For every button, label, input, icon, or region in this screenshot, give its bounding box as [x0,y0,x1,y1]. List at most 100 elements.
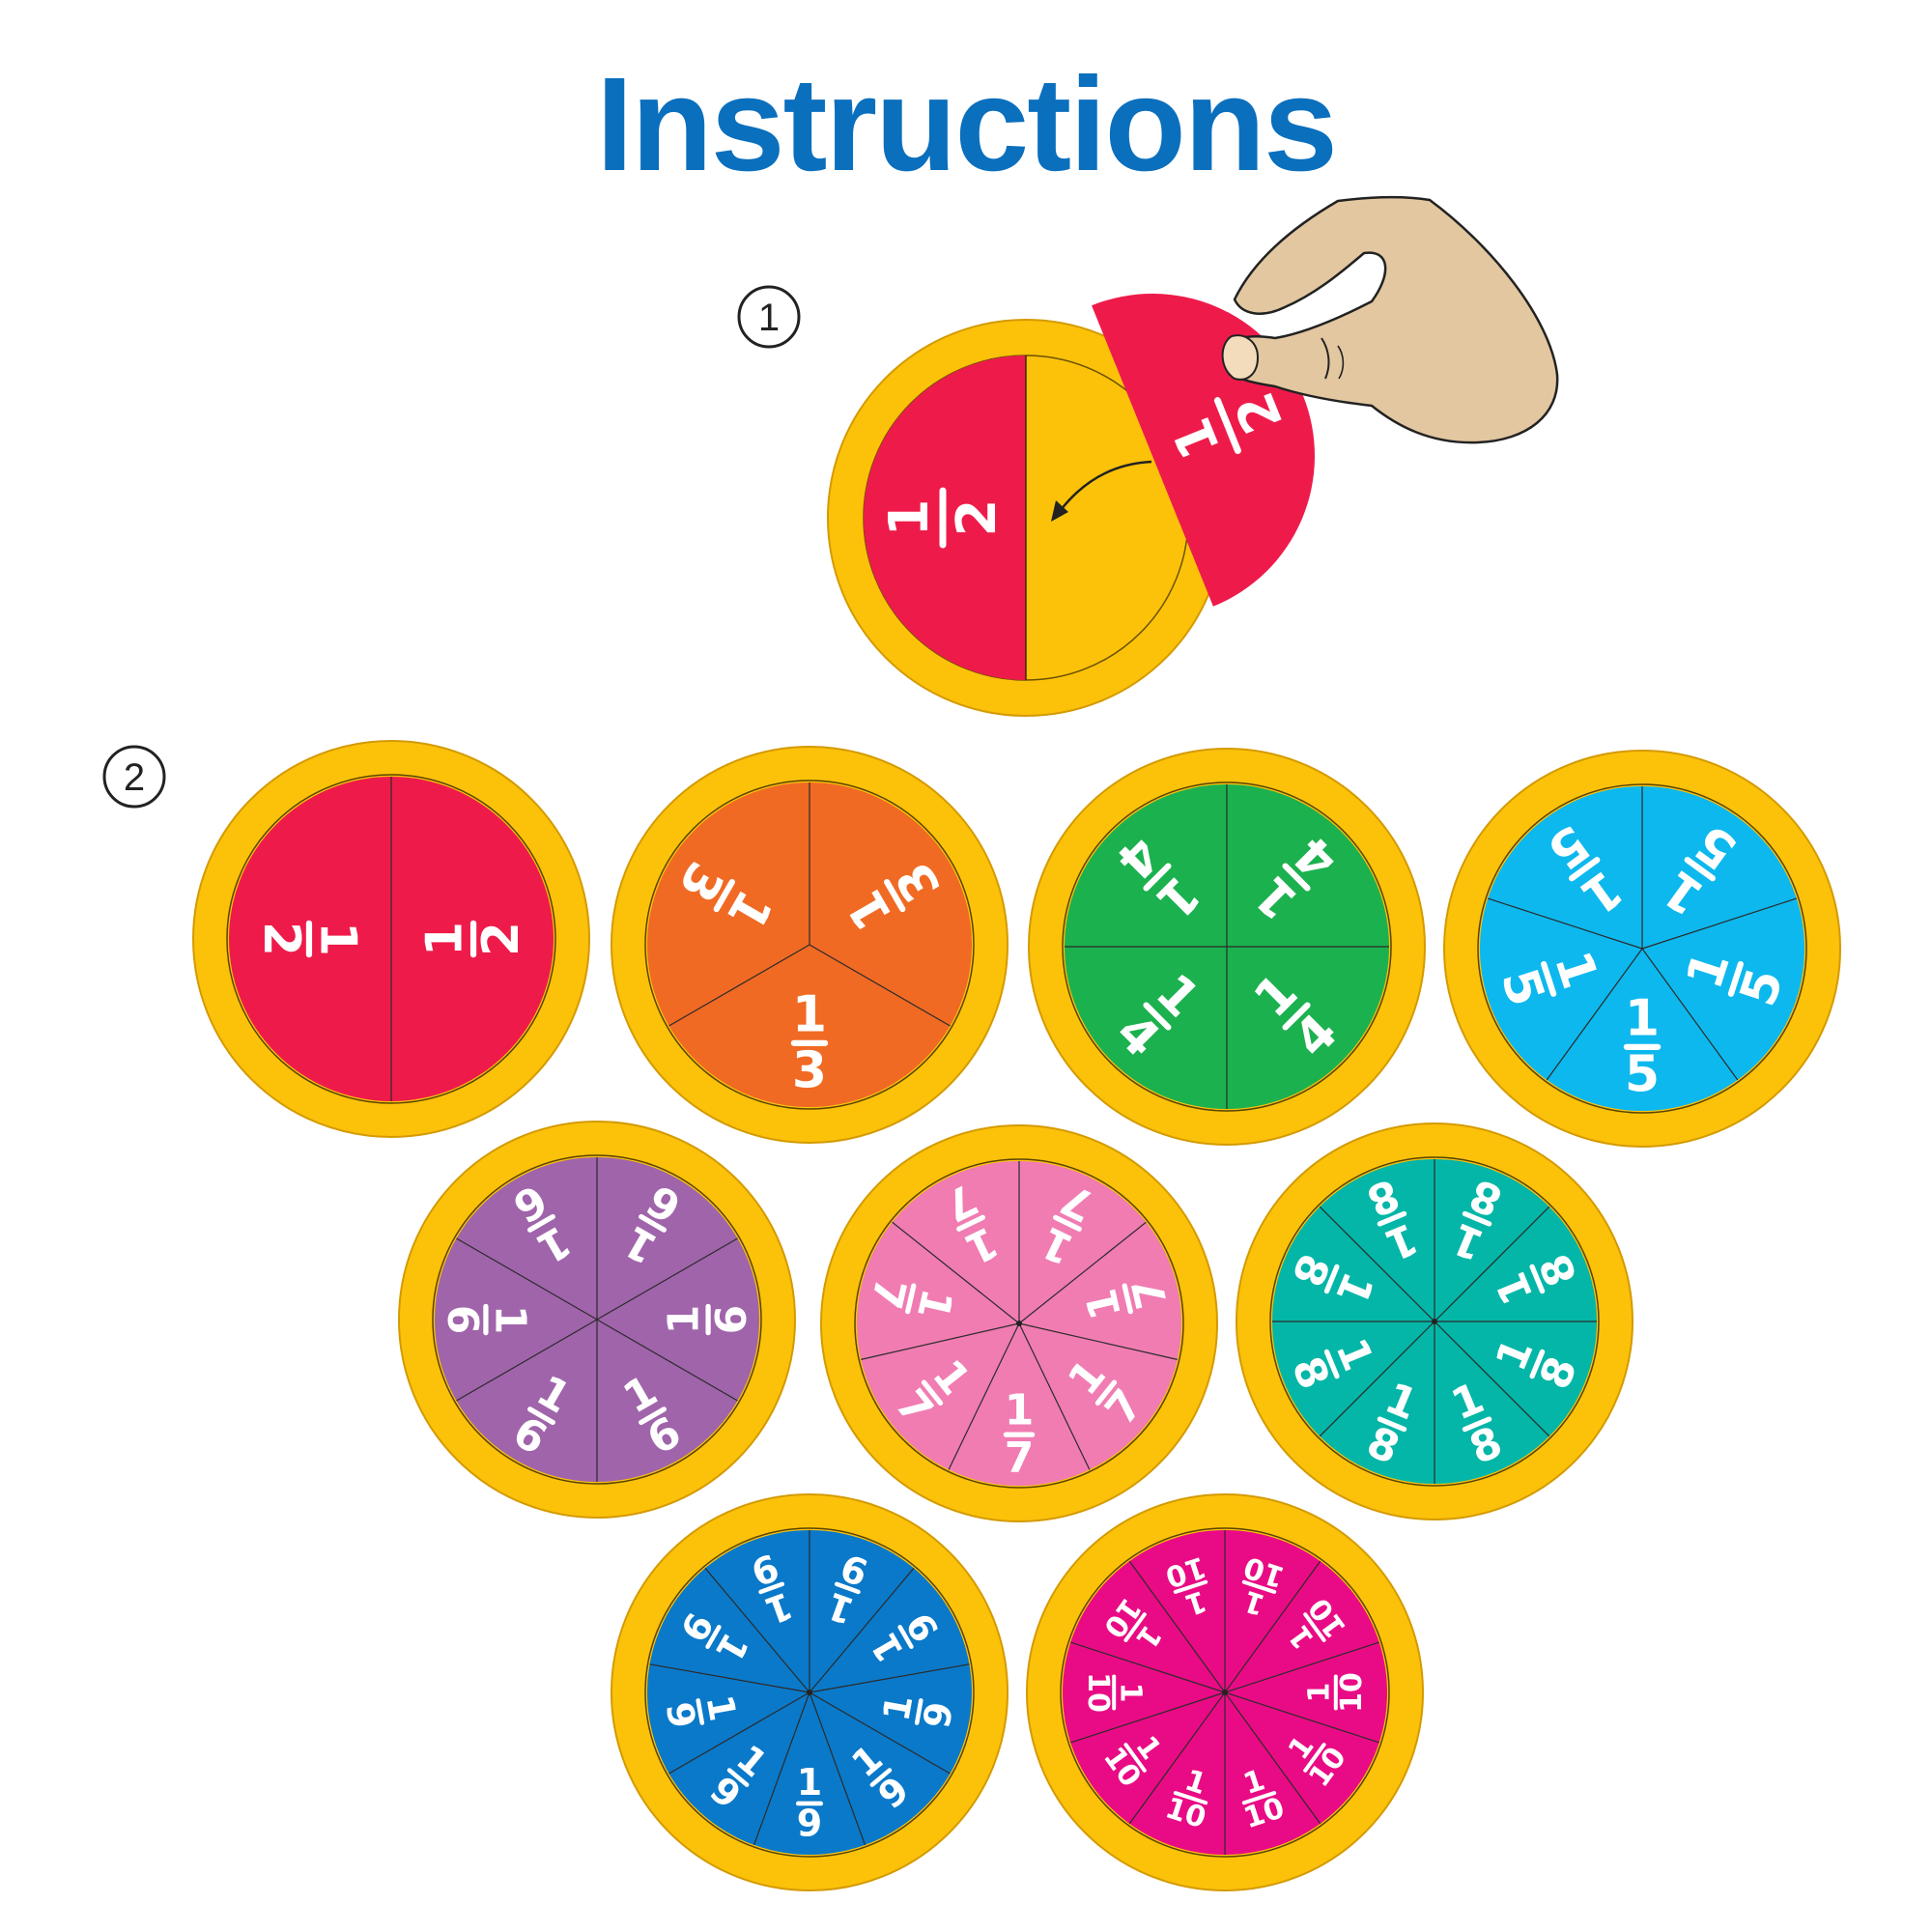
fraction-bar [921,1379,944,1406]
slice-denominator: 5 [1625,1046,1660,1104]
step-2-badge: 2 [102,745,166,809]
fraction-bar [696,1698,705,1725]
slice-numerator: 1 [660,1305,709,1335]
fraction-bar [1462,1416,1492,1433]
slice-divider [1224,1560,1321,1693]
svg-text:2: 2 [946,499,1009,537]
circle-inner-ring [1062,781,1392,1112]
fraction-bar [527,1406,555,1426]
slice-divider [456,1237,598,1321]
circle-inner-ring [1060,1527,1390,1858]
slice-divider [1128,1560,1226,1693]
slice-divider [948,1322,1020,1470]
slice-divider [1018,1322,1178,1360]
step-1-number: 1 [758,297,780,339]
step-1-badge: 1 [737,285,801,349]
slice-divider [892,1221,1020,1324]
slice-divider [753,1691,810,1846]
fraction-bar [726,1768,750,1787]
slice-divider [1224,1691,1379,1744]
fraction-bar [1053,1214,1082,1232]
slice-label: 15 [1623,989,1662,1104]
slice-divider [1224,1641,1379,1693]
circle-center-dot [807,1690,812,1695]
slice-denominator: 10 [1081,1672,1115,1713]
slice-numerator: 1 [1303,1683,1337,1703]
slice-denominator: 6 [707,1305,756,1335]
svg-text:1: 1 [878,499,941,537]
fraction-bar [1282,863,1311,892]
fraction-bar [1377,1210,1407,1227]
slice-numerator: 1 [308,922,366,956]
slice-numerator: 1 [1005,1386,1035,1435]
fraction-bar [1541,960,1557,997]
slice-numerator: 1 [485,1305,534,1335]
fraction-bar [639,1406,667,1426]
circle-inner-ring [226,774,556,1104]
fraction-bar [835,1581,861,1595]
fraction-bar [713,878,735,913]
fraction-bar [897,1625,914,1650]
slice-label: 110 [1303,1672,1370,1713]
slice-divider [809,1691,951,1775]
fraction-bar [1241,1579,1277,1594]
slice-numerator: 1 [1113,1683,1147,1703]
slice-label: 12 [252,920,366,958]
fraction-bar [639,1213,667,1233]
fraction-bar [1143,1002,1172,1031]
fraction-bar [914,1698,923,1725]
fraction-bar [1122,1283,1133,1315]
circle-center-dot [1016,1321,1022,1326]
fraction-bar [1684,857,1716,882]
slice-denominator: 6 [438,1305,487,1335]
fraction-bar [1303,1612,1326,1642]
fraction-bar [1143,863,1172,892]
circle-center-dot [1222,1690,1228,1695]
slice-label: 19 [658,1691,745,1731]
slice-divider [861,1322,1020,1360]
curved-arrow-icon [1051,460,1152,522]
page-title: Instructions [596,50,1338,199]
slice-label: 17 [1003,1386,1036,1483]
hand-icon [1221,195,1559,444]
fraction-bar [1123,1743,1147,1773]
fraction-bar [1529,1349,1546,1379]
slice-label: 16 [660,1303,756,1336]
slice-denominator: 10 [1335,1672,1369,1713]
slice-numerator: 1 [797,1761,822,1804]
fraction-bar [1241,1791,1277,1805]
slice-divider [1128,1691,1226,1825]
fraction-bar [956,1214,985,1232]
circle-inner-ring [432,1154,762,1485]
slice-label: 16 [438,1303,534,1336]
slice-divider [668,1691,810,1775]
fraction-bar [1173,1791,1208,1805]
slice-divider [809,1663,970,1693]
slice-label: 13 [790,985,829,1100]
slice-numerator: 1 [792,985,827,1043]
slice-denominator: 3 [792,1042,827,1100]
fraction-bar [1529,1264,1546,1294]
slice-label: 110 [1081,1672,1148,1713]
fraction-bar [1727,960,1744,997]
demo-left-half-label: 1 2 [878,487,1009,549]
step-2-number: 2 [124,756,145,799]
slice-label: 19 [795,1761,824,1844]
slice-divider [1641,948,1739,1081]
fraction-bar [1282,1002,1311,1031]
slice-divider [809,944,951,1027]
fraction-bar [869,1768,893,1787]
fraction-bar [1462,1210,1492,1227]
slice-divider [809,1567,915,1693]
fraction-bar [758,1581,784,1595]
slice-divider [1434,1206,1550,1322]
fraction-bar [1569,857,1601,882]
slice-denominator: 2 [472,922,530,956]
